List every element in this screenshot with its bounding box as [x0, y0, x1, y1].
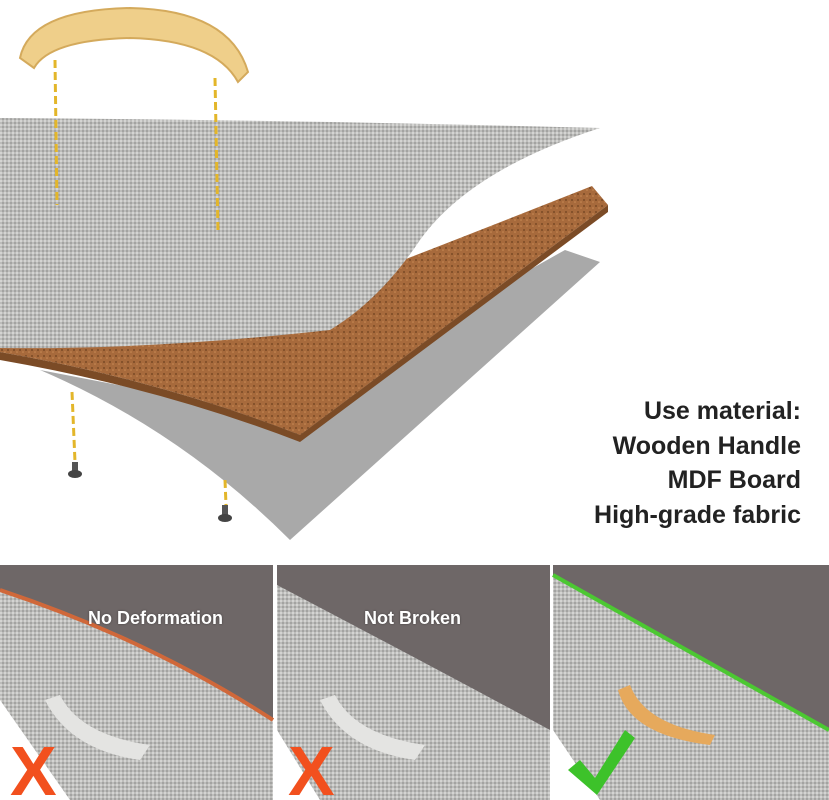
panel-label: No Deformation [88, 608, 223, 628]
wooden-handle-icon [18, 6, 250, 84]
screw-icon [218, 505, 232, 522]
panel-label: Not Broken [364, 608, 462, 628]
check-mark-icon [568, 730, 635, 795]
panel-no-deformation: X [0, 565, 275, 800]
materials-heading: Use material: [643, 397, 801, 425]
x-mark-icon: X [288, 732, 335, 800]
material-item: High-grade fabric [594, 500, 801, 529]
material-item: MDF Board [667, 466, 801, 494]
panel-not-broken: X [277, 565, 550, 800]
x-mark-icon: X [10, 732, 57, 800]
material-item: Wooden Handle [612, 431, 801, 460]
materials-list: Use material: Wooden Handle MDF Board Hi… [594, 394, 801, 532]
top-fabric-sheet [0, 118, 600, 349]
screw-icon [68, 462, 82, 478]
panel-good [552, 565, 829, 800]
